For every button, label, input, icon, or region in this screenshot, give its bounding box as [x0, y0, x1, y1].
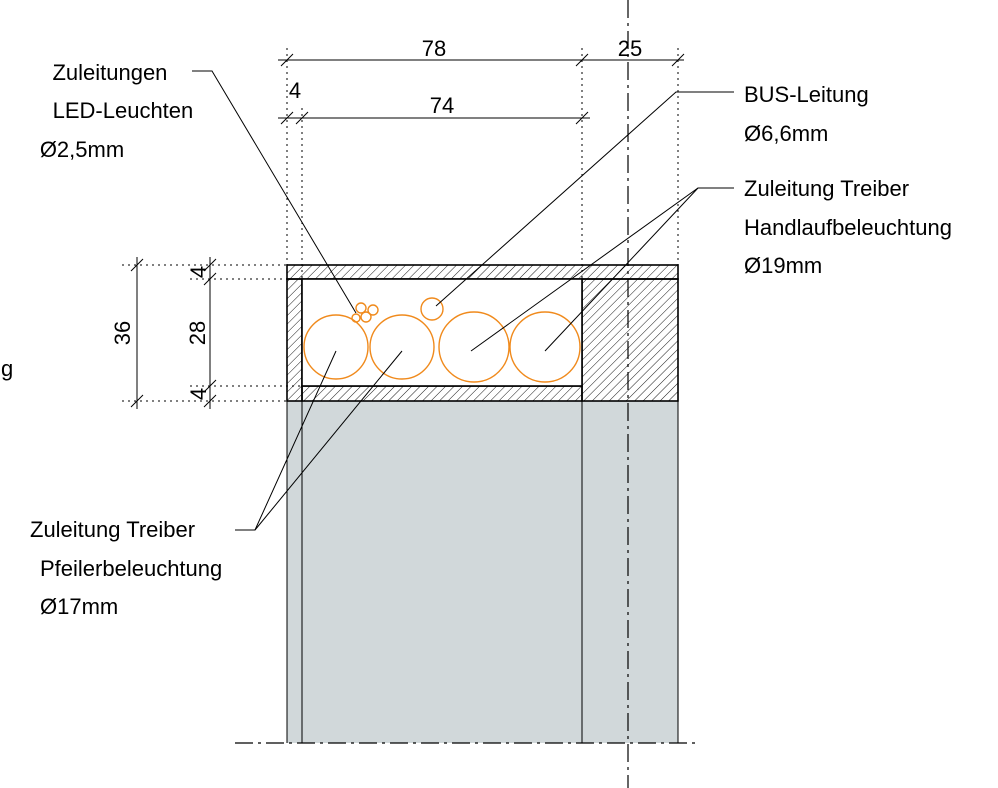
pillar-body [287, 401, 678, 743]
dimension-28 [203, 257, 217, 409]
label-led-leads: Zuleitungen LED-Leuchten Ø2,5mm [40, 60, 200, 162]
cable-led-3 [360, 311, 372, 323]
cable-pillar-driver-2 [369, 314, 435, 380]
dimension-78 [278, 53, 685, 67]
label-bus-line: BUS-Leitung Ø6,6mm [744, 82, 875, 146]
cable-bus [420, 297, 444, 321]
cable-led-2 [367, 304, 379, 316]
cable-handrail-driver-1 [438, 311, 510, 383]
dimension-36 [130, 257, 144, 409]
leader-bus [435, 91, 734, 307]
cable-handrail-driver-2 [509, 311, 581, 383]
dimension-25-label: 25 [618, 36, 642, 61]
leader-led [192, 70, 357, 314]
duct-right-block [581, 278, 679, 402]
extension-lines [122, 48, 679, 402]
dimension-36-label: 36 [110, 321, 135, 345]
dimension-28-label: 28 [185, 321, 210, 345]
dimension-4-top-label: 4 [186, 266, 211, 278]
dimension-4-left-label: 4 [289, 78, 301, 103]
label-pillar-driver: Zuleitung Treiber Pfeilerbeleuchtung Ø17… [30, 517, 228, 619]
cable-led-1 [355, 302, 367, 314]
leader-handrail [470, 187, 734, 352]
duct-bottom-wall [301, 385, 583, 402]
leader-pillar [235, 350, 403, 531]
duct-left-wall [286, 278, 303, 402]
label-cut-off-fragment: g [1, 356, 13, 381]
cable-led-4 [351, 313, 361, 323]
cable-pillar-driver-1 [303, 314, 369, 380]
dimension-74-label: 74 [430, 93, 454, 118]
dimension-4-bottom-label: 4 [186, 388, 211, 400]
dimension-74 [278, 111, 590, 125]
label-handrail-driver: Zuleitung Treiber Handlaufbeleuchtung Ø1… [744, 176, 958, 278]
dimension-78-label: 78 [422, 36, 446, 61]
